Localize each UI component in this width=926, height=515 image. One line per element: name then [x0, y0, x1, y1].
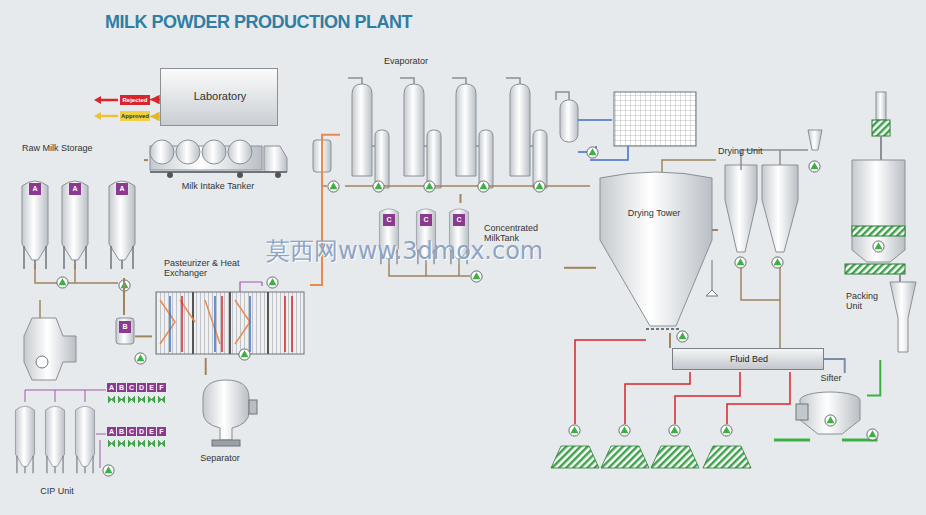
pipe-connector — [669, 333, 671, 348]
equipment-node: Drying Unit — [718, 146, 806, 262]
equipment-node: Drying Tower — [596, 168, 712, 333]
equipment-node: Fluid Bed — [672, 348, 824, 370]
laboratory-box: Laboratory — [160, 68, 278, 126]
tank-letter: C — [420, 214, 432, 226]
cip-letter: A — [107, 427, 116, 436]
pipe-connector — [712, 229, 718, 231]
equipment-node: Raw Milk StorageA A A — [14, 143, 144, 278]
pipe-connector — [123, 278, 125, 315]
node-label: Drying Unit — [718, 146, 780, 156]
cip-letter: F — [157, 427, 166, 436]
pipe-connector — [824, 359, 845, 373]
node-label: Milk Intake Tanker — [148, 181, 288, 191]
tank-letter: A — [29, 183, 41, 195]
equipment-node: B — [115, 315, 135, 347]
pipe-connector — [205, 358, 207, 375]
pipe-connector — [867, 360, 880, 395]
node-label: Sifter — [795, 373, 867, 383]
equipment-node: Separator — [185, 375, 255, 465]
cip-letter: E — [147, 427, 156, 436]
node-label: Approved — [120, 111, 150, 121]
node-label: Raw Milk Storage — [22, 143, 122, 153]
node-label: Rejected — [120, 95, 150, 105]
cip-letter: D — [137, 383, 146, 392]
status-tag: Rejected — [120, 95, 150, 105]
watermark: 莫西网www.3dmox.com — [266, 238, 543, 266]
equipment-node: Pasteurizer & Heat Exchanger — [152, 258, 310, 358]
node-label: Fluid Bed — [673, 354, 825, 364]
diagram-title: MILK POWDER PRODUCTION PLANT — [105, 12, 412, 33]
arrow-connector — [150, 99, 160, 101]
status-tag: Approved — [120, 111, 150, 121]
node-label: Laboratory — [161, 90, 279, 103]
cip-letter: C — [127, 383, 136, 392]
node-label: Drying Tower — [596, 208, 712, 218]
cip-letter: B — [117, 427, 126, 436]
equipment-node: Packing Unit — [840, 88, 916, 360]
cip-letter: D — [137, 427, 146, 436]
node-label: Pasteurizer & Heat Exchanger — [164, 258, 256, 279]
equipment-node: Sifter — [795, 373, 867, 439]
cip-letter: F — [157, 383, 166, 392]
cip-letter: B — [117, 383, 126, 392]
pipe-connector — [135, 335, 152, 337]
equipment-node: Evaporator — [340, 56, 712, 194]
tank-letter: A — [69, 183, 81, 195]
pipe-connector — [460, 194, 462, 203]
equipment-node: CIP Unit — [10, 400, 104, 500]
cip-letter: C — [127, 427, 136, 436]
equipment-node: Milk Intake Tanker — [148, 136, 288, 192]
pipe-connector — [144, 159, 148, 161]
tank-letter: C — [383, 214, 395, 226]
node-label: Packing Unit — [846, 291, 888, 312]
cip-letter: E — [147, 383, 156, 392]
node-label: Evaporator — [384, 56, 464, 66]
node-label: CIP Unit — [10, 486, 104, 496]
arrow-connector — [150, 116, 160, 118]
pipe-connector — [564, 267, 596, 269]
equipment-node: A — [20, 178, 50, 270]
tank-letter: A — [116, 183, 128, 195]
equipment-node: A — [60, 178, 90, 270]
tank-letter: C — [453, 214, 465, 226]
equipment-node: A — [107, 178, 137, 270]
cip-letter: A — [107, 383, 116, 392]
tank-letter: B — [119, 321, 131, 333]
node-label: Separator — [185, 453, 255, 463]
